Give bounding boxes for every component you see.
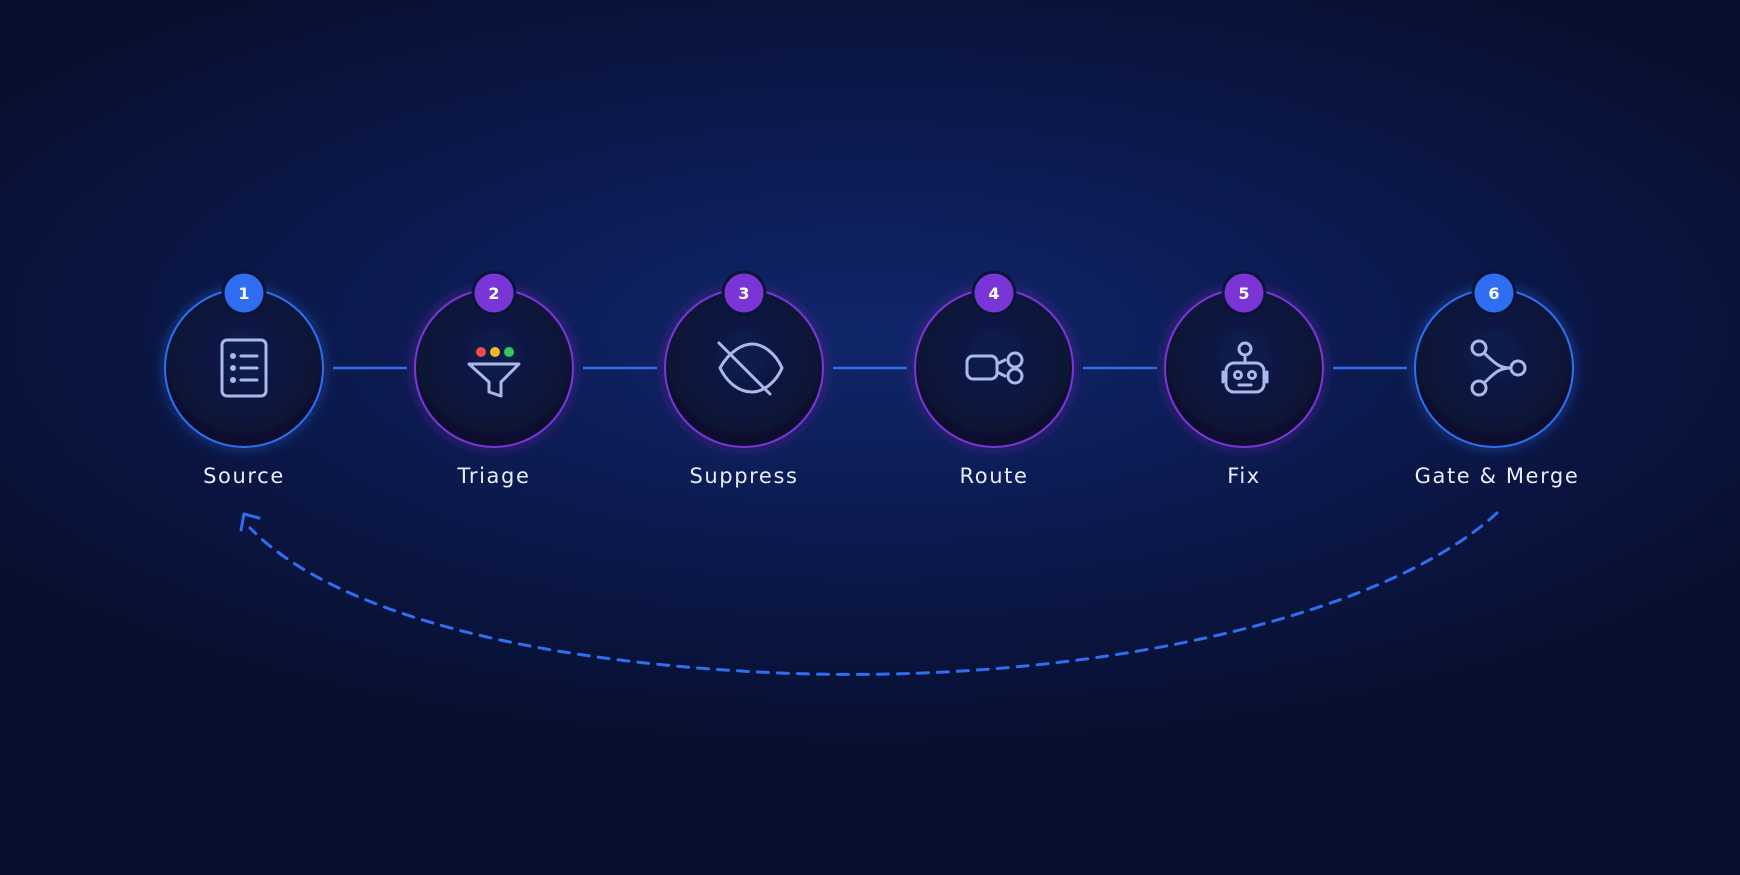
robot-icon <box>1221 341 1269 394</box>
step-fix: 5 Fix <box>1164 270 1324 488</box>
route-branch-icon <box>965 351 1024 385</box>
feedback-loop-arrow <box>239 511 1499 676</box>
arrowhead-icon <box>239 512 261 532</box>
step-label-suppress: Suppress <box>689 464 798 488</box>
document-list-icon <box>220 338 268 398</box>
step-label-route: Route <box>960 464 1029 488</box>
step-badge-5 <box>1221 270 1267 316</box>
step-label-gate-merge: Gate & Merge <box>1415 464 1580 488</box>
git-merge-icon <box>1470 339 1527 397</box>
step-badge-1 <box>221 270 267 316</box>
step-number-1: 1 <box>238 284 249 303</box>
funnel-icon <box>467 347 521 398</box>
step-badge-4 <box>971 270 1017 316</box>
eye-off-icon <box>717 341 784 396</box>
step-gate-merge: 6 Gate & Merge <box>1414 270 1580 488</box>
step-triage: 2 Triage <box>414 270 574 488</box>
step-badge-3 <box>721 270 767 316</box>
step-number-6: 6 <box>1488 284 1499 303</box>
step-label-source: Source <box>203 464 285 488</box>
step-badge-6 <box>1471 270 1517 316</box>
step-number-5: 5 <box>1238 284 1249 303</box>
step-label-triage: Triage <box>457 464 531 488</box>
step-badge-2 <box>471 270 517 316</box>
step-number-4: 4 <box>988 284 999 303</box>
step-source: 1 Source <box>164 270 324 488</box>
step-number-3: 3 <box>738 284 749 303</box>
step-route: 4 Route <box>914 270 1074 488</box>
step-number-2: 2 <box>488 284 499 303</box>
step-suppress: 3 Suppress <box>664 270 824 488</box>
step-label-fix: Fix <box>1227 464 1261 488</box>
